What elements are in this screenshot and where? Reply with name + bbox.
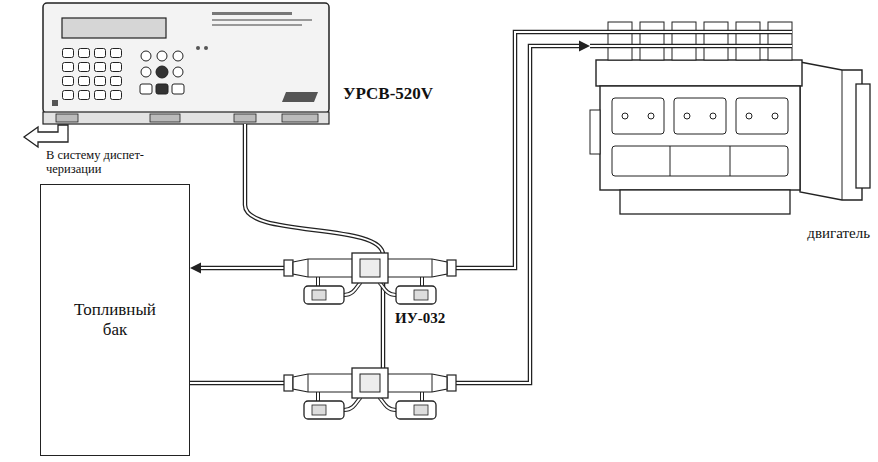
- drawing-part: [772, 113, 778, 119]
- engine-drawing: [590, 22, 870, 214]
- drawing-part: [56, 114, 78, 122]
- drawing-part: [62, 18, 166, 38]
- drawing-part: [612, 98, 664, 134]
- drawing-part: [596, 60, 802, 86]
- output-arrow: [24, 125, 68, 147]
- flow-sensor: [284, 368, 456, 419]
- drawing-part: [212, 24, 302, 26]
- flow-sensor: [284, 253, 456, 304]
- drawing-part: [622, 113, 628, 119]
- drawing-part: [141, 67, 151, 77]
- drawing-part: [172, 84, 184, 94]
- arrow-head: [190, 263, 201, 274]
- arrow-head: [579, 41, 590, 52]
- drawing-part: [62, 48, 126, 104]
- drawing-part: [212, 12, 292, 15]
- drawing-part: [282, 92, 318, 102]
- drawing-part: [590, 32, 792, 46]
- drawing-part: [746, 113, 752, 119]
- drawing-part: [156, 66, 168, 78]
- box-title: Топливный бак: [67, 300, 163, 341]
- drawing-part: [600, 86, 800, 190]
- drawing-part: [157, 51, 167, 61]
- drawing-part: [800, 62, 862, 200]
- drawing-part: [590, 110, 600, 154]
- tank-box: Топливный бак: [40, 184, 190, 456]
- drawing-part: [590, 32, 792, 46]
- drawing-part: [173, 51, 183, 61]
- drawing-part: [730, 146, 731, 176]
- flowmeter-device: [43, 3, 329, 124]
- part-name: ИУ-032: [395, 310, 445, 327]
- drawing-part: [704, 22, 728, 60]
- drawing-part: [234, 114, 256, 122]
- signal-cable: [245, 124, 383, 372]
- drawing-part: [672, 22, 696, 60]
- drawing-part: [612, 146, 788, 176]
- drawing-part: [43, 3, 329, 113]
- drawing-part: [842, 70, 843, 200]
- drawing-part: [140, 84, 152, 94]
- drawing-part: [674, 98, 726, 134]
- drawing-part: [245, 124, 383, 372]
- drawing-part: [196, 46, 200, 50]
- drawing-part: [684, 113, 690, 119]
- drawing-part: [856, 84, 870, 188]
- drawing-part: [245, 124, 383, 372]
- drawing-part: [212, 19, 312, 21]
- drawing-part: [282, 114, 318, 122]
- drawing-part: [608, 22, 632, 60]
- output-note: В систему диспет- черизации: [46, 148, 166, 177]
- device-node: УРСВ-520V: [42, 2, 330, 125]
- drawing-part: [52, 100, 58, 106]
- drawing-part: [43, 112, 329, 124]
- drawing-part: [670, 146, 671, 176]
- drawing-part: [710, 113, 716, 119]
- drawing-part: [620, 190, 790, 214]
- drawing-part: [736, 98, 788, 134]
- drawing-part: [156, 84, 168, 94]
- part-name: УРСВ-520V: [343, 84, 433, 104]
- drawing-part: [736, 22, 760, 60]
- drawing-part: [150, 114, 180, 122]
- engine-node: двигатель: [590, 15, 870, 220]
- drawing-part: [204, 46, 208, 50]
- part-name: двигатель: [807, 225, 870, 242]
- drawing-part: [648, 113, 654, 119]
- drawing-part: [141, 51, 151, 61]
- drawing-part: [640, 22, 664, 60]
- drawing-part: [768, 22, 792, 60]
- drawing-part: [173, 67, 183, 77]
